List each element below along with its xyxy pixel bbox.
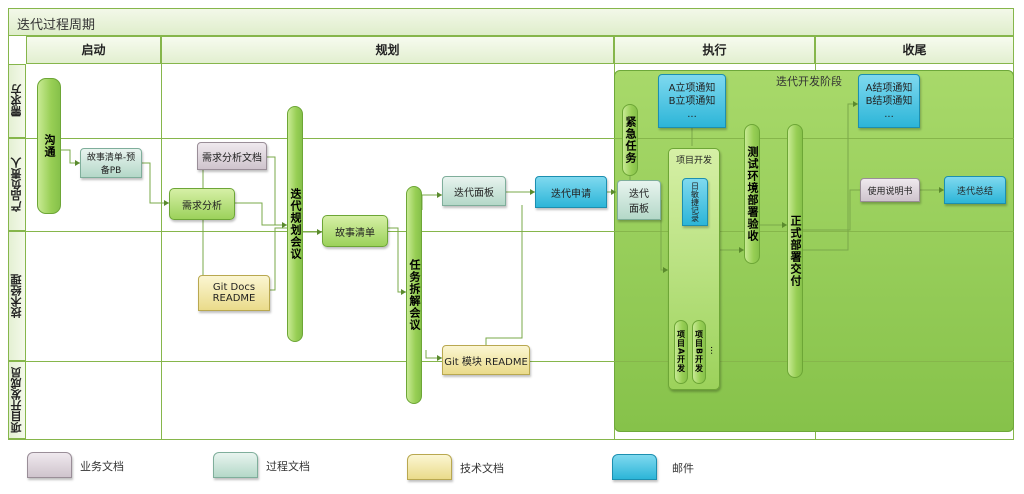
communicate-node[interactable]: 沟通 <box>37 78 61 214</box>
legend-label-process: 过程文档 <box>266 460 310 473</box>
legend-swatch-process <box>213 452 258 478</box>
requirement-analysis-node[interactable]: 需求分析 <box>169 188 235 220</box>
project-b-dev[interactable]: 项目B开发 <box>692 320 706 384</box>
legend-label-business: 业务文档 <box>80 460 124 473</box>
legend-swatch-mail <box>612 454 657 480</box>
task-breakdown-meeting[interactable]: 任务拆解会议 <box>406 186 422 404</box>
project-close-notice-mail[interactable]: A结项通知 B结项通知 ... <box>858 74 920 128</box>
phase-close: 收尾 <box>815 36 1014 64</box>
iteration-board-exec-doc[interactable]: 迭代面板 <box>617 180 661 220</box>
lane-divider <box>26 231 1014 232</box>
git-docs-readme-doc[interactable]: Git Docs README <box>198 275 270 311</box>
iteration-planning-meeting[interactable]: 迭代规划会议 <box>287 106 303 342</box>
story-list-node[interactable]: 故事清单 <box>322 215 388 247</box>
legend-label-technical: 技术文档 <box>460 462 504 475</box>
legend-swatch-technical <box>407 454 452 480</box>
urgent-task-node[interactable]: 紧急任务 <box>622 104 638 176</box>
git-module-readme-doc[interactable]: Git 模块 README <box>442 345 530 375</box>
iteration-summary-mail[interactable]: 迭代总结 <box>944 176 1006 204</box>
phase-execute: 执行 <box>614 36 815 64</box>
daily-agile-log-mail[interactable]: 日敏捷记录 <box>682 178 708 226</box>
legend-label-mail: 邮件 <box>672 462 694 475</box>
legend-swatch-business <box>27 452 72 478</box>
user-manual-doc[interactable]: 使用说明书 <box>860 178 920 202</box>
requirement-analysis-doc[interactable]: 需求分析文档 <box>197 142 267 170</box>
test-deploy-acceptance[interactable]: 测试环境部署验收 <box>744 124 760 264</box>
project-start-notice-mail[interactable]: A立项通知 B立项通知 ... <box>658 74 726 128</box>
lane-divider <box>26 138 1014 139</box>
zone-label: 迭代开发阶段 <box>776 75 842 88</box>
formal-deploy-delivery[interactable]: 正式部署交付 <box>787 124 803 378</box>
diagram-title: 迭代过程周期 <box>8 8 1014 36</box>
story-list-pre-doc[interactable]: 故事清单-预备PB <box>80 148 142 178</box>
phase-divider <box>161 64 162 440</box>
iteration-apply-mail[interactable]: 迭代申请 <box>535 176 607 208</box>
phase-plan: 规划 <box>161 36 614 64</box>
project-a-dev[interactable]: 项目A开发 <box>674 320 688 384</box>
iteration-board-doc[interactable]: 迭代面板 <box>442 176 506 206</box>
phase-start: 启动 <box>26 36 161 64</box>
more-projects: ... <box>708 346 718 355</box>
